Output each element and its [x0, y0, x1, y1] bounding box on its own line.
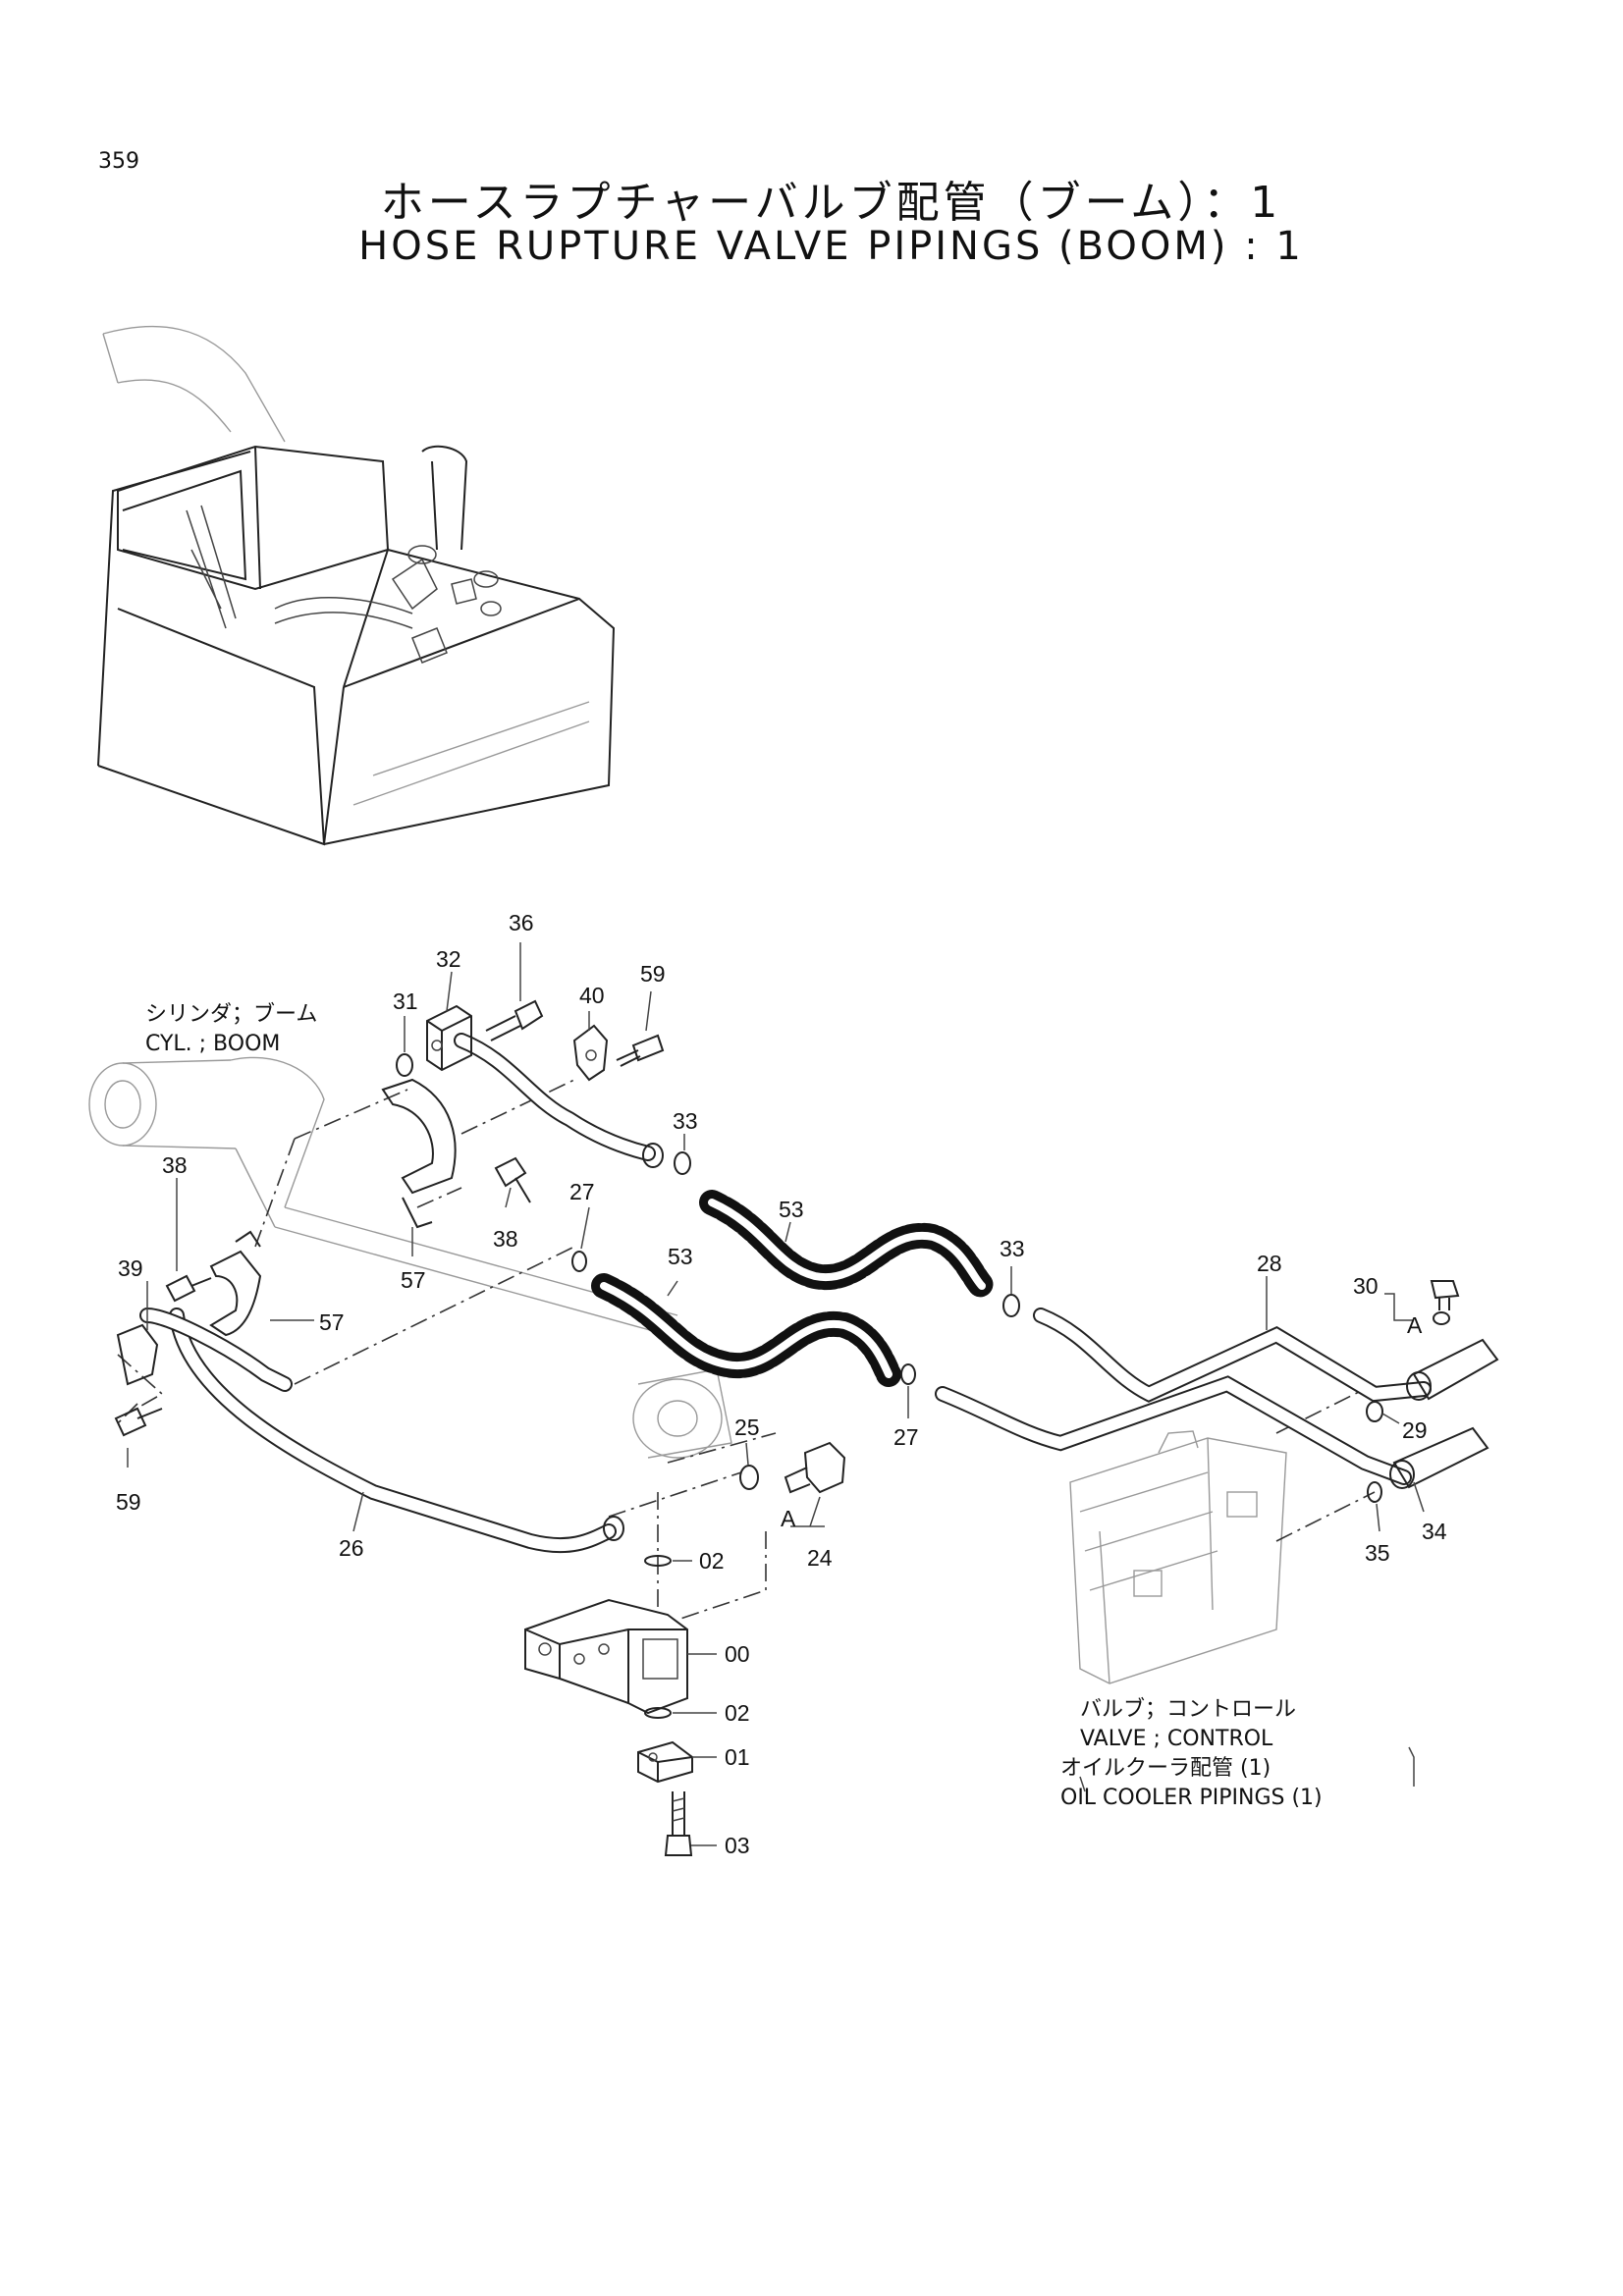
- cooler-label-jp: オイルクーラ配管 (1): [1060, 1756, 1271, 1781]
- o-ring-27a: [571, 1251, 587, 1272]
- part-label-00: 00: [725, 1641, 750, 1667]
- part-label-27-bottom: 27: [893, 1424, 919, 1450]
- bolt-03: [664, 1791, 693, 1856]
- valve-label-en: VALVE ; CONTROL: [1080, 1727, 1273, 1751]
- pipe-34: [935, 1375, 1489, 1489]
- clamp-39: [116, 1323, 159, 1386]
- o-ring-02-bottom: [644, 1707, 672, 1719]
- plate-01: [637, 1740, 693, 1784]
- part-label-34: 34: [1422, 1519, 1447, 1544]
- fitting-24: [784, 1441, 846, 1494]
- cylinder-label-en: CYL. ; BOOM: [145, 1032, 280, 1056]
- part-label-38-right: 38: [493, 1226, 518, 1252]
- o-ring-02-top: [644, 1555, 672, 1567]
- cooler-label-en: OIL COOLER PIPINGS (1): [1060, 1786, 1323, 1810]
- o-ring-30: [1433, 1311, 1450, 1325]
- part-label-31: 31: [393, 988, 418, 1014]
- boom-cylinder: [88, 1056, 732, 1459]
- title-japanese: ホースラプチャーバルブ配管（ブーム）：1: [380, 178, 1282, 228]
- machine-overview-drawing: [97, 325, 616, 846]
- part-label-59-bottom: 59: [116, 1489, 141, 1515]
- block-32: [426, 1004, 472, 1072]
- clamp-57-upper: [381, 1078, 457, 1229]
- bolt-30: [1430, 1280, 1460, 1310]
- part-label-53-upper: 53: [779, 1197, 804, 1222]
- part-label-27-top: 27: [569, 1179, 595, 1204]
- part-label-26: 26: [339, 1535, 364, 1561]
- part-label-33-right: 33: [1000, 1236, 1025, 1261]
- part-label-03: 03: [725, 1833, 750, 1858]
- control-valve: [1069, 1430, 1287, 1684]
- part-label-35: 35: [1365, 1540, 1390, 1566]
- part-label-30: 30: [1353, 1273, 1379, 1299]
- cylinder-label-jp: シリンダ；ブーム: [145, 1002, 317, 1027]
- part-label-33-left: 33: [673, 1108, 698, 1134]
- pipe-upper: [454, 1033, 664, 1168]
- hose-53-lower: [591, 1273, 901, 1387]
- part-label-38-left: 38: [162, 1152, 188, 1178]
- part-label-53-lower: 53: [668, 1244, 693, 1269]
- part-label-25: 25: [734, 1415, 760, 1440]
- bolt-59-top: [616, 1034, 665, 1067]
- bolt-38-right: [494, 1156, 531, 1203]
- pipe-28: [1033, 1308, 1499, 1403]
- assembly-center-lines: [117, 1079, 1376, 1621]
- part-label-57-upper: 57: [401, 1267, 426, 1293]
- part-label-36: 36: [509, 910, 534, 935]
- o-ring-25: [739, 1465, 759, 1490]
- hose-53-upper: [699, 1190, 995, 1299]
- clamp-40: [572, 1024, 609, 1082]
- part-label-59-top: 59: [640, 961, 666, 987]
- part-label-02-bottom: 02: [725, 1700, 750, 1726]
- o-ring-35: [1367, 1481, 1382, 1503]
- part-label-24: 24: [807, 1545, 833, 1571]
- part-label-29: 29: [1402, 1417, 1428, 1443]
- o-ring-29: [1366, 1401, 1383, 1422]
- part-label-39: 39: [118, 1255, 143, 1281]
- bolt-36: [485, 999, 544, 1041]
- page-number: 359: [98, 149, 139, 174]
- bolt-59-bottom: [114, 1407, 163, 1437]
- part-label-57-lower: 57: [319, 1309, 345, 1335]
- clamp-57-lower: [209, 1230, 262, 1337]
- valve-label-jp: バルブ；コントロール: [1080, 1697, 1296, 1722]
- leader-lines: [127, 942, 1425, 1846]
- o-ring-33a: [674, 1151, 691, 1175]
- o-rings: [396, 1053, 1450, 1719]
- o-ring-27b: [900, 1363, 916, 1385]
- part-label-40: 40: [579, 983, 605, 1008]
- hose-rupture-valve-00: [524, 1598, 688, 1715]
- part-label-32: 32: [436, 946, 461, 972]
- view-marker-a-right: A: [1407, 1312, 1423, 1338]
- o-ring-33b: [1002, 1294, 1020, 1317]
- bolt-38-left: [165, 1274, 212, 1303]
- title-english: HOSE RUPTURE VALVE PIPINGS (BOOM) : 1: [358, 224, 1304, 269]
- part-label-28: 28: [1257, 1251, 1282, 1276]
- part-label-01: 01: [725, 1744, 750, 1770]
- o-ring-31: [396, 1053, 413, 1077]
- pipe-26: [139, 1308, 624, 1554]
- view-marker-a-left: A: [781, 1506, 796, 1531]
- part-label-02-top: 02: [699, 1548, 725, 1574]
